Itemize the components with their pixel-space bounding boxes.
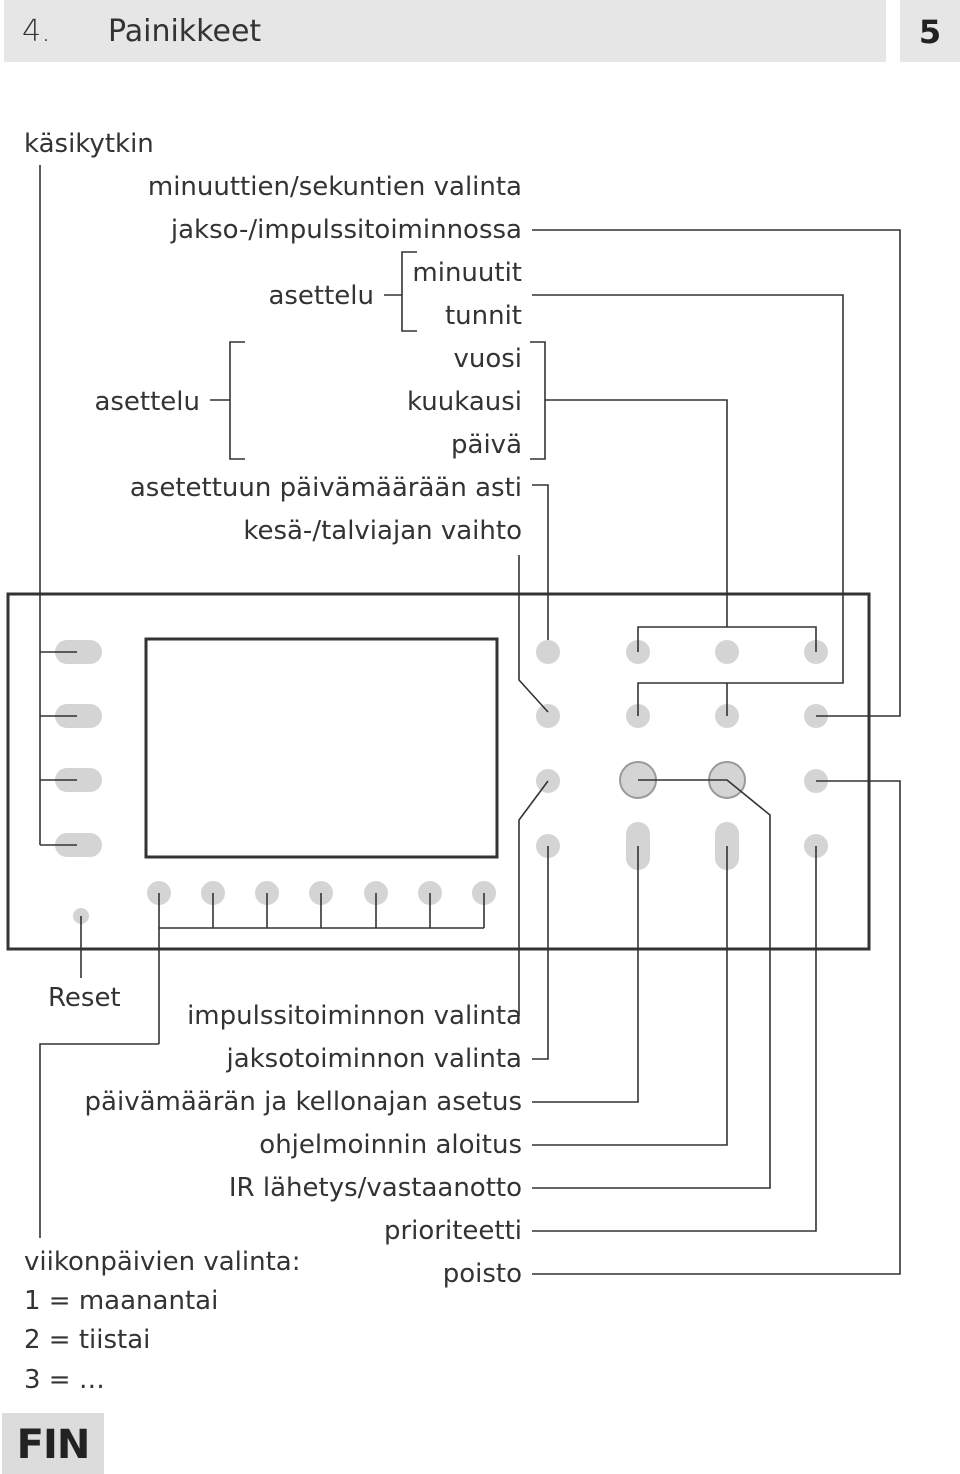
button-dst — [536, 704, 560, 728]
button-until-date — [536, 640, 560, 664]
label-program-start: ohjelmoinnin aloitus — [259, 1130, 522, 1160]
label-date-time: päivämäärän ja kellonajan asetus — [84, 1087, 522, 1117]
label-until-date: asetettuun päivämäärään asti — [129, 473, 522, 503]
label-ir: IR lähetys/vastaanotto — [228, 1173, 522, 1203]
label-impulse: impulssitoiminnon valinta — [187, 1001, 522, 1031]
label-weekday-3: 3 = … — [24, 1365, 105, 1395]
page-number-box — [900, 0, 960, 62]
device-outline — [6, 592, 871, 951]
label-asettelu-time: asettelu — [268, 281, 374, 311]
page-number: 5 — [918, 13, 942, 51]
label-hours: tunnit — [444, 301, 522, 331]
label-day: päivä — [451, 430, 522, 460]
label-reset: Reset — [48, 983, 121, 1013]
label-dst: kesä-/talviajan vaihto — [243, 516, 522, 546]
label-year: vuosi — [453, 344, 522, 374]
label-asettelu-date: asettelu — [94, 387, 200, 417]
label-weekday-2: 2 = tiistai — [24, 1325, 151, 1355]
label-manual-switch: käsikytkin — [24, 129, 154, 159]
label-weekday-1: 1 = maanantai — [24, 1286, 219, 1316]
label-min-sec-1: minuuttien/sekuntien valinta — [147, 172, 522, 202]
capsule-button-4 — [55, 833, 102, 857]
label-cycle: jaksotoiminnon valinta — [226, 1044, 522, 1074]
chapter-number: 4. — [22, 14, 51, 49]
capsule-button-2 — [55, 704, 102, 728]
chapter-title: Painikkeet — [108, 14, 262, 49]
label-min-sec-2: jakso-/impulssitoiminnossa — [170, 215, 522, 245]
label-delete: poisto — [442, 1259, 522, 1289]
label-weekday-title: viikonpäivien valinta: — [24, 1247, 301, 1277]
manual-switch-buttons — [55, 640, 102, 857]
display-screen — [144, 637, 499, 859]
language-tab — [2, 1413, 104, 1474]
button-month — [715, 640, 739, 664]
capsule-button-3 — [55, 768, 102, 792]
label-month: kuukausi — [407, 387, 522, 417]
label-priority: prioriteetti — [383, 1216, 522, 1246]
capsule-button-1 — [55, 640, 102, 664]
language-label: FIN — [16, 1422, 91, 1468]
label-minutes: minuutit — [412, 258, 522, 288]
header-bar — [4, 0, 886, 62]
